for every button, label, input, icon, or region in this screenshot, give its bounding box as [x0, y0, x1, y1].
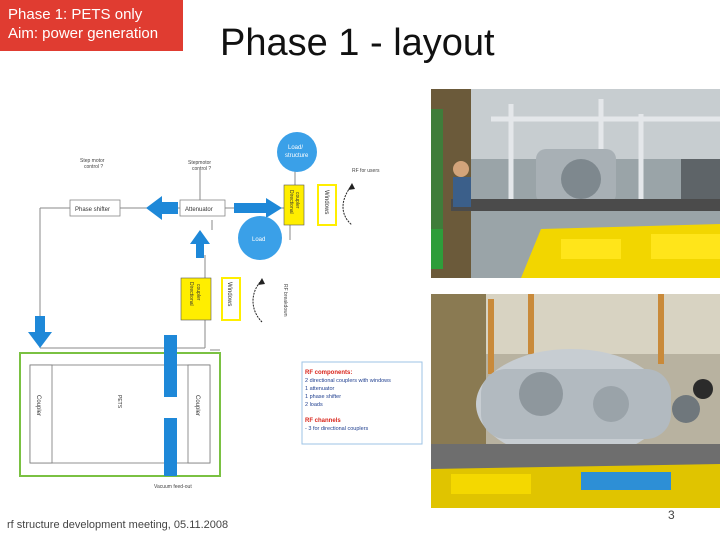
curved-arrow-mid — [252, 279, 263, 323]
layout-diagram: Step motor control ? Stepmotor control ?… — [19, 132, 423, 490]
footer-text: rf structure development meeting, 05.11.… — [7, 519, 229, 531]
notes-item-1: 2 directional couplers with windows — [305, 378, 391, 384]
notes-item-2: 1 attenuator — [305, 386, 335, 392]
directional-coupler-top-label-2: coupler — [294, 192, 300, 209]
curved-arrow-top — [342, 184, 353, 226]
windows-mid-label: Windows — [226, 282, 232, 306]
load-structure-label-2: structure — [285, 153, 309, 159]
notes-item-5: - 3 for directional couplers — [305, 426, 369, 432]
directional-coupler-top-label-1: Directional — [288, 190, 294, 214]
step-motor-label-2: control ? — [84, 164, 103, 170]
pets-frame — [19, 352, 221, 477]
stepmotor-label-1: Stepmotor — [188, 160, 211, 166]
slide-title: Phase 1 - layout — [220, 22, 495, 64]
blue-bar-upper — [164, 335, 177, 397]
arrow-left-blue — [146, 196, 178, 220]
notes-item-4: 2 loads — [305, 402, 323, 408]
coupler-right-label: Coupler — [194, 395, 200, 416]
arrow-up-blue — [190, 230, 210, 258]
vacuum-label: Vacuum feed-out — [154, 484, 192, 490]
phase-shifter-box — [69, 199, 121, 217]
directional-coupler-mid-label-2: coupler — [195, 284, 201, 301]
curved-arrow-mid-head — [258, 278, 265, 285]
notes-heading-1: RF components: — [305, 370, 352, 376]
step-motor-label-1: Step motor — [80, 158, 105, 164]
page-number: 3 — [668, 508, 675, 522]
rf-breakdown-label: RF breakdown — [282, 284, 288, 317]
coupler-right-box — [187, 364, 211, 464]
attenuator-label: Attenuator — [185, 207, 213, 213]
load-structure-label-1: Load/ — [288, 145, 303, 151]
notes-item-3: 1 phase shifter — [305, 394, 341, 400]
directional-coupler-mid — [180, 277, 212, 321]
coupler-left-label: Coupler — [35, 395, 41, 416]
load-structure-circle — [277, 132, 317, 172]
directional-coupler-mid-label-1: Directional — [188, 282, 194, 306]
phase-tag: Phase 1: PETS only Aim: power generation — [0, 0, 183, 51]
directional-coupler-top — [283, 184, 305, 226]
notes-heading-2: RF channels — [305, 418, 341, 424]
stepmotor-label-2: control ? — [192, 166, 211, 172]
windows-top-label: Windows — [323, 190, 329, 214]
photo-top — [431, 89, 720, 278]
windows-mid — [221, 277, 241, 321]
pets-label: PETS — [116, 395, 122, 409]
rf-users-label: RF for users — [352, 168, 380, 174]
windows-top — [317, 184, 337, 226]
notes-box — [301, 361, 423, 445]
phase-tag-line2: Aim: power generation — [8, 25, 159, 42]
load-label: Load — [252, 237, 265, 243]
attenuator-box — [179, 199, 226, 217]
phase-shifter-label: Phase shifter — [75, 207, 110, 213]
load-circle — [238, 216, 282, 260]
phase-tag-line1: Phase 1: PETS only — [8, 6, 143, 23]
coupler-left-box — [29, 364, 53, 464]
arrow-right-blue — [234, 198, 282, 218]
arrow-down-blue — [28, 316, 52, 348]
blue-bar-lower — [164, 418, 177, 476]
photo-bottom — [431, 294, 720, 508]
curved-arrow-top-head — [348, 183, 355, 190]
pets-tank — [29, 364, 211, 464]
